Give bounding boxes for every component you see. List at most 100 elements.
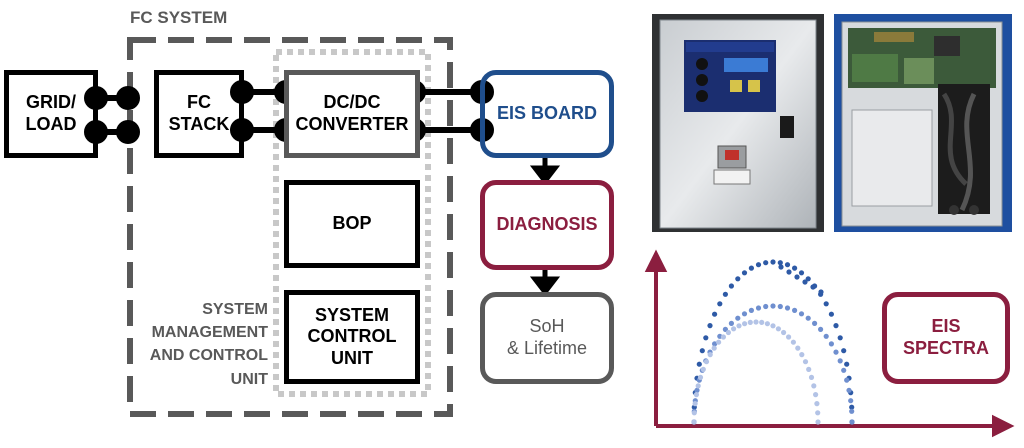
spectra-point: [784, 262, 791, 268]
spectra-point: [712, 341, 718, 347]
spectra-point: [703, 335, 709, 341]
spectra-point: [707, 323, 713, 329]
spectra-point: [849, 408, 855, 414]
spectra-point: [786, 269, 792, 275]
spectra-point: [735, 276, 741, 282]
spectra-point: [755, 305, 762, 311]
spectra-point: [763, 260, 769, 266]
system-control-unit-block: SYSTEM CONTROL UNIT: [284, 290, 420, 384]
spectra-point: [711, 345, 717, 351]
spectra-point: [781, 329, 787, 336]
control-panel-photo: [652, 14, 824, 232]
spectra-point: [741, 311, 748, 317]
eis-board-photo: [834, 14, 1012, 232]
spectra-point: [841, 367, 847, 373]
spectra-curve-3: [691, 319, 821, 425]
spectra-point: [837, 335, 843, 341]
arrow-diagnosis-to-soh: [529, 268, 561, 297]
spectra-point: [735, 315, 741, 321]
spectra-point: [799, 352, 805, 358]
spectra-point: [813, 392, 819, 398]
spectra-point: [828, 311, 835, 317]
spectra-point: [775, 326, 782, 332]
spectra-point: [790, 339, 797, 345]
arrow-eis-to-diagnosis: [529, 156, 561, 186]
spectra-curve-2: [691, 303, 855, 425]
spectra-point: [693, 392, 700, 398]
spectra-point: [736, 323, 742, 329]
spectra-point: [814, 401, 820, 407]
spectra-point: [777, 260, 783, 266]
spectra-point: [798, 311, 805, 317]
spectra-point: [696, 361, 702, 367]
spectra-point: [823, 333, 829, 339]
spectra-point: [815, 410, 821, 416]
diagnosis-block: DIAGNOSIS: [480, 180, 614, 270]
spectra-point: [764, 321, 771, 327]
spectra-point: [846, 387, 852, 393]
spectra-point: [731, 326, 737, 332]
spectra-point: [795, 345, 801, 351]
management-boundary: [273, 49, 431, 397]
dcdc-converter-block: DC/DC CONVERTER: [284, 70, 420, 158]
soh-lifetime-block: SoH & Lifetime: [480, 292, 614, 384]
spectra-point: [720, 334, 727, 340]
spectra-point: [741, 270, 748, 276]
spectra-point: [818, 326, 824, 332]
spectra-point: [805, 315, 811, 321]
spectra-point: [770, 323, 776, 329]
spectra-point: [763, 303, 769, 310]
eis-board-block: EIS BOARD: [480, 70, 614, 158]
spectra-point: [818, 289, 824, 295]
spectra-point: [747, 319, 753, 325]
spectra-point: [811, 383, 817, 389]
spectra-point: [792, 307, 798, 313]
spectra-point: [786, 334, 792, 340]
spectra-point: [810, 284, 816, 290]
spectra-point: [691, 419, 697, 425]
spectra-point: [798, 270, 805, 276]
spectra-point: [770, 259, 776, 265]
spectra-axes: [644, 249, 1015, 438]
spectra-point: [742, 321, 748, 327]
spectra-point: [694, 387, 700, 393]
spectra-point: [716, 339, 722, 345]
spectra-point: [725, 329, 732, 336]
eis-spectra-block: EIS SPECTRA: [882, 292, 1010, 384]
spectra-point: [848, 398, 854, 404]
spectra-point: [823, 301, 829, 307]
spectra-series: [691, 259, 855, 425]
spectra-point: [812, 320, 818, 326]
spectra-point: [778, 264, 784, 270]
spectra-point: [728, 283, 735, 289]
spectra-point: [806, 366, 812, 372]
spectra-point: [841, 348, 847, 354]
spectra-point: [837, 358, 843, 364]
grid-load-block: GRID/ LOAD: [4, 70, 98, 158]
spectra-point: [712, 311, 718, 317]
spectra-point: [722, 291, 729, 297]
spectra-point: [844, 361, 850, 367]
spectra-point: [728, 320, 735, 326]
spectra-point: [748, 265, 755, 271]
spectra-point: [748, 307, 755, 313]
spectra-point: [759, 319, 765, 325]
spectra-point: [697, 374, 704, 380]
spectra-point: [815, 419, 821, 425]
fc-system-boundary: [127, 37, 453, 417]
spectra-point: [777, 303, 783, 310]
spectra-point: [808, 374, 815, 380]
spectra-point: [844, 377, 850, 383]
control-panel-illustration: [652, 14, 824, 232]
spectra-point: [805, 276, 811, 282]
spectra-point: [770, 303, 776, 309]
spectra-point: [695, 383, 701, 389]
spectra-point: [849, 404, 855, 410]
spectra-point: [792, 265, 798, 271]
spectra-point: [828, 341, 835, 347]
spectra-point: [700, 366, 706, 372]
spectra-point: [755, 262, 762, 268]
spectra-point: [802, 279, 808, 285]
fc-system-label: FC SYSTEM: [130, 8, 228, 27]
